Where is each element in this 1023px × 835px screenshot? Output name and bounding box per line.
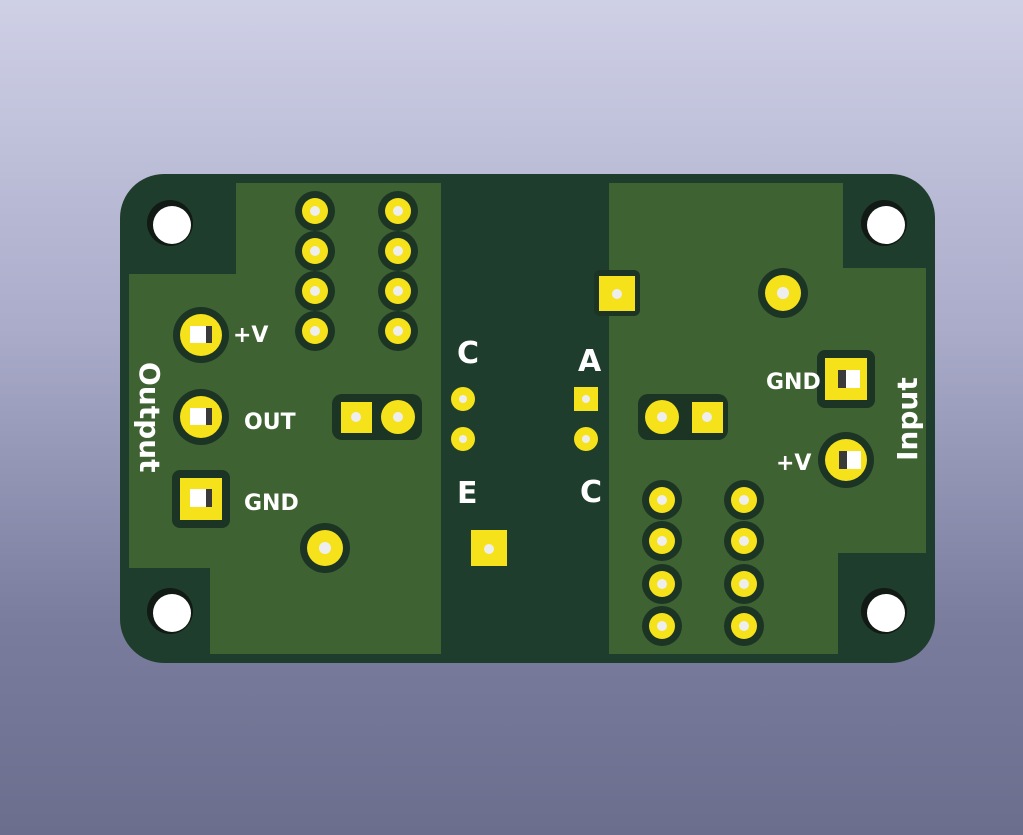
silk-output-title: Output <box>133 362 166 472</box>
via-large <box>758 268 808 318</box>
header-pin <box>295 271 335 311</box>
component-pins-left <box>451 387 475 451</box>
terminal-pad-gnd <box>817 350 875 408</box>
silk-left-c: C <box>457 336 479 371</box>
silk-input-gnd: GND <box>766 370 821 395</box>
silk-left-e: E <box>457 476 478 511</box>
pin-header-left <box>295 191 418 351</box>
capacitor-left <box>332 394 422 440</box>
terminal-pad-out <box>173 389 229 445</box>
mounting-holes <box>147 200 907 634</box>
silk-output-gnd: GND <box>244 491 299 516</box>
header-pin <box>378 311 418 351</box>
via-large <box>300 523 350 573</box>
header-pin <box>295 311 335 351</box>
terminal-pad-plus-v <box>818 432 874 488</box>
terminal-pad-plus-v <box>173 307 229 363</box>
header-pin <box>724 521 764 561</box>
capacitor-right <box>638 394 728 440</box>
silk-output-out: OUT <box>244 410 296 435</box>
header-pin <box>642 606 682 646</box>
header-pin <box>642 521 682 561</box>
input-terminal-block <box>817 350 875 488</box>
header-pin <box>295 231 335 271</box>
header-pin <box>642 480 682 520</box>
terminal-pad-gnd <box>172 470 230 528</box>
copper-pour-left <box>129 183 441 654</box>
silk-output-plus-v: +V <box>233 323 268 348</box>
header-pin <box>378 231 418 271</box>
silk-right-a: A <box>578 344 602 379</box>
header-pin <box>378 191 418 231</box>
silk-input-title: Input <box>891 377 924 461</box>
header-pin <box>295 191 335 231</box>
square-pad <box>471 530 507 566</box>
silk-input-plus-v: +V <box>776 451 811 476</box>
header-pin <box>642 564 682 604</box>
component-pins-right <box>574 387 598 451</box>
silk-right-c: C <box>580 475 602 510</box>
pin-header-right <box>642 480 764 646</box>
copper-pour-right <box>609 183 926 654</box>
output-terminal-block <box>172 307 230 528</box>
header-pin <box>724 480 764 520</box>
square-pad <box>594 270 640 316</box>
header-pin <box>724 606 764 646</box>
header-pin <box>378 271 418 311</box>
header-pin <box>724 564 764 604</box>
